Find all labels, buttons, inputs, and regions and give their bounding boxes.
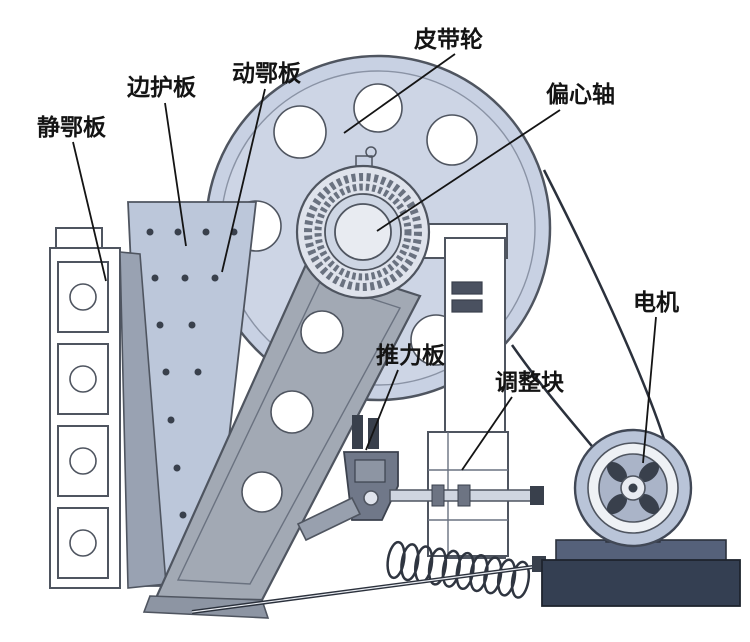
bearing-top-ring — [365, 146, 377, 158]
rod-end-cap — [530, 486, 544, 505]
label-fixed-jaw: 静鄂板 — [37, 114, 107, 140]
jaw-arm-foot — [142, 595, 270, 619]
leader-fixed-jaw — [72, 141, 107, 282]
fixed-jaw-cells — [57, 261, 109, 579]
toggle-pivot — [363, 490, 379, 506]
toggle-plate — [296, 496, 362, 542]
label-eccentric-shaft: 偏心轴 — [546, 81, 615, 107]
adjustment-assembly — [389, 484, 544, 507]
fixed-jaw-plate — [49, 227, 167, 589]
pulley-hole — [273, 105, 327, 159]
label-side-guard: 边护板 — [127, 74, 197, 100]
leader-side-guard — [164, 102, 187, 247]
leader-movable-jaw — [221, 88, 266, 273]
label-adjust-block: 调整块 — [495, 369, 564, 395]
guard-plate-bolt-holes — [146, 228, 238, 519]
drive-belt — [510, 169, 670, 457]
frame-slot — [451, 299, 483, 313]
leader-thrust-plate — [365, 369, 399, 451]
jaw-arm-hole — [300, 310, 344, 354]
jaw-arm-hole — [270, 390, 314, 434]
motor-wheel-spoke-cutouts — [606, 461, 660, 515]
leader-eccentric-shaft — [376, 109, 561, 232]
tension-rod-highlight — [191, 565, 541, 613]
eccentric-shaft-bearing — [295, 146, 431, 300]
leader-belt-pulley — [343, 53, 456, 134]
label-thrust-plate: 推力板 — [376, 342, 446, 368]
toggle-bracket-insert — [354, 459, 386, 483]
bearing-rollers-outer — [304, 173, 422, 291]
motor-base — [541, 525, 741, 607]
belt-line-right — [542, 169, 670, 453]
label-motor: 电机 — [633, 289, 679, 315]
thrust-pin — [352, 415, 363, 449]
pulley-hole — [426, 114, 478, 166]
bearing-rollers-inner — [314, 183, 412, 281]
motor-hub-center — [628, 483, 638, 493]
leader-motor — [642, 316, 657, 464]
frame-slot — [451, 281, 483, 295]
leader-adjust-block — [461, 396, 513, 471]
labels: 皮带轮 动鄂板 边护板 静鄂板 偏心轴 电机 推力板 调整块 — [37, 26, 679, 395]
leader-lines — [72, 53, 657, 471]
motor-wheel — [573, 428, 693, 548]
tension-spring — [386, 540, 531, 599]
jaw-arm-inner-outline — [176, 281, 402, 585]
eccentric-shaft-end — [334, 203, 392, 261]
adjustment-nut — [457, 484, 471, 507]
motor-base-lower — [541, 559, 741, 607]
adjustment-nut — [431, 484, 445, 507]
label-belt-pulley: 皮带轮 — [414, 26, 483, 52]
label-movable-jaw: 动鄂板 — [232, 60, 302, 86]
jaw-arm-hole — [241, 471, 283, 513]
belt-line-left — [510, 344, 601, 457]
